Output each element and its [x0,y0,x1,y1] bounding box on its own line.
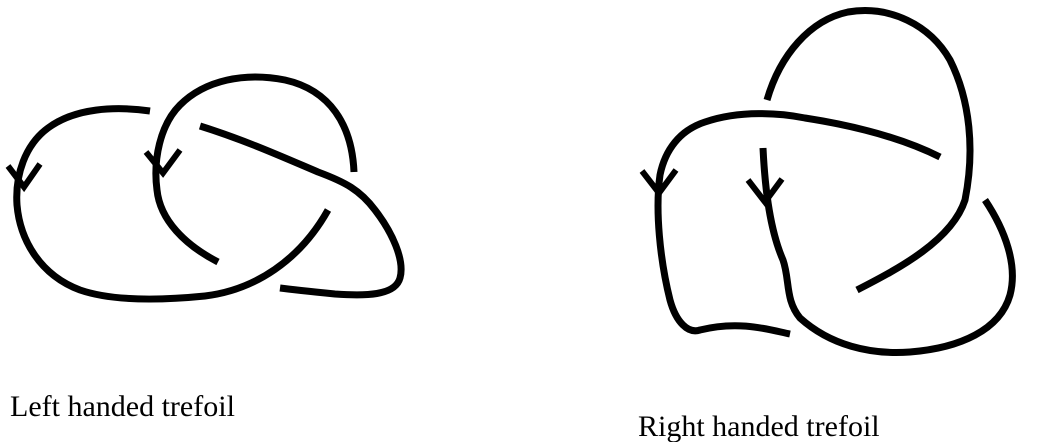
right-trefoil-strand-top [767,11,970,290]
right-trefoil-caption: Right handed trefoil [638,412,880,442]
left-trefoil-strand-lobe [200,126,401,295]
right-trefoil-strand-left [658,114,940,334]
right-trefoil-diagram [642,11,1012,353]
left-trefoil-caption: Left handed trefoil [10,392,235,422]
left-trefoil-arrow-inner-icon [146,150,180,173]
left-trefoil-diagram [8,77,401,299]
left-trefoil-strand-inner [156,77,354,262]
left-trefoil-strand-outer [17,109,328,299]
right-trefoil-strand-right [763,148,1012,353]
